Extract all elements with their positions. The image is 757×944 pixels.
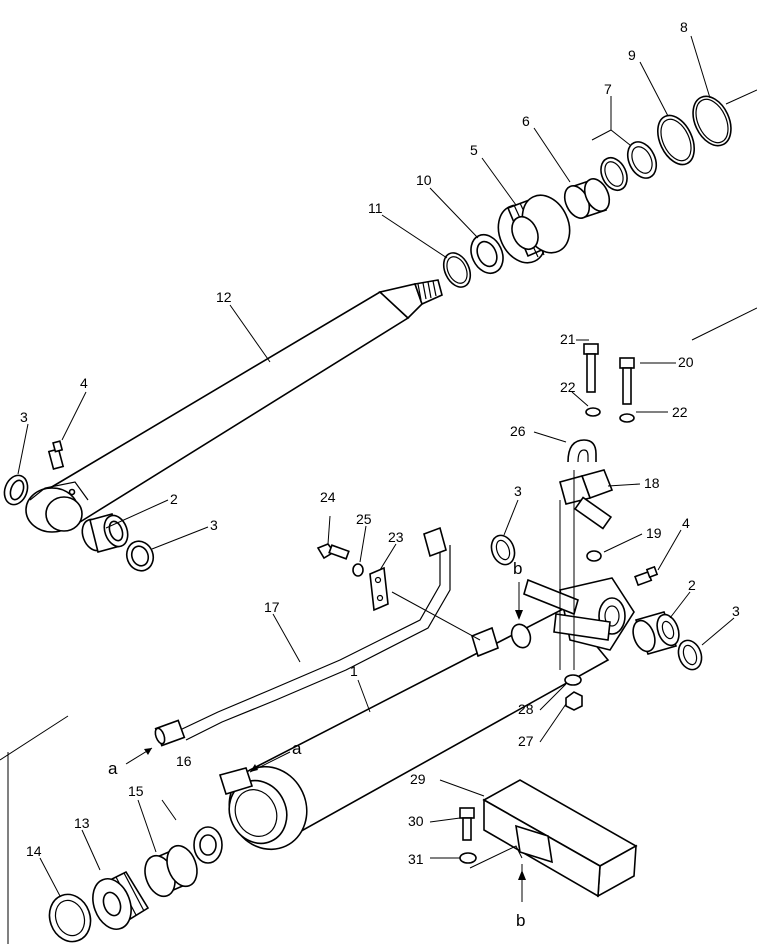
cylinder-head <box>92 870 150 930</box>
marker-a-right: a <box>292 739 302 758</box>
callouts: 8 9 7 6 5 10 11 12 4 3 2 3 21 20 22 22 2… <box>20 19 740 867</box>
frame-corner-left <box>0 715 69 944</box>
callout-17: 17 <box>264 599 280 615</box>
wear-rings <box>600 141 658 192</box>
callout-28: 28 <box>518 701 534 717</box>
dust-seal-lower-right-inner <box>682 644 698 666</box>
clamp-plate <box>369 566 389 612</box>
hydraulic-pipe <box>154 526 451 747</box>
callout-5: 5 <box>470 142 478 158</box>
dust-seal-lower-right <box>677 639 703 671</box>
marker-b-lower: b <box>516 911 525 930</box>
bolt-20 <box>619 357 635 405</box>
callout-29: 29 <box>410 771 426 787</box>
cylinder-tube <box>218 577 635 851</box>
callout-6: 6 <box>522 113 530 129</box>
callout-3-middle: 3 <box>514 483 522 499</box>
grease-fitting-lower <box>634 565 659 587</box>
callout-27: 27 <box>518 733 534 749</box>
bolt-30 <box>459 807 475 841</box>
bushing-15 <box>144 844 198 898</box>
callout-2-upper: 2 <box>170 491 178 507</box>
dust-seal-upper <box>125 540 155 572</box>
washer-25 <box>352 563 364 577</box>
callout-22-left: 22 <box>560 379 576 395</box>
guard-bracket <box>482 779 638 898</box>
ring-10 <box>470 233 504 275</box>
callout-8: 8 <box>680 19 688 35</box>
ring-9 <box>657 114 695 166</box>
callout-4-lower: 4 <box>682 515 690 531</box>
bracket-b <box>523 578 611 641</box>
snap-ring-inner <box>446 256 468 284</box>
arrow-b-upper <box>515 582 523 620</box>
marker-a-left: a <box>108 759 118 778</box>
grease-fitting-upper <box>47 440 65 470</box>
u-bolt-clamp <box>567 439 597 463</box>
callout-4-upper: 4 <box>80 375 88 391</box>
callout-7: 7 <box>604 81 612 97</box>
bolt-24 <box>316 543 350 560</box>
callout-3-lower-right: 3 <box>732 603 740 619</box>
arrow-b-lower <box>518 864 526 902</box>
callout-14: 14 <box>26 843 42 859</box>
cushion-plunger <box>193 826 223 864</box>
washer-31 <box>459 852 477 864</box>
callout-22-right: 22 <box>672 404 688 420</box>
bushing-lower <box>632 611 680 655</box>
callout-3-upper: 3 <box>210 517 218 533</box>
callout-12: 12 <box>216 289 232 305</box>
callout-19: 19 <box>646 525 662 541</box>
frame-corner-upper <box>725 89 757 105</box>
callout-9: 9 <box>628 47 636 63</box>
arrow-a-left <box>125 747 153 765</box>
callout-26: 26 <box>510 423 526 439</box>
callout-23: 23 <box>388 529 404 545</box>
callout-21: 21 <box>560 331 576 347</box>
callout-11: 11 <box>368 200 383 216</box>
callout-13: 13 <box>74 815 90 831</box>
callout-1: 1 <box>350 663 358 679</box>
manifold-block <box>559 469 614 530</box>
callout-30: 30 <box>408 813 424 829</box>
washer-28 <box>564 674 582 686</box>
piston <box>497 194 571 264</box>
frame-corner-right <box>691 307 757 341</box>
callout-20: 20 <box>678 354 694 370</box>
marker-b-upper: b <box>513 559 522 578</box>
callout-10: 10 <box>416 172 432 188</box>
ring-9-inner <box>660 118 692 162</box>
arrow-a-right <box>249 751 291 773</box>
callout-25: 25 <box>356 511 372 527</box>
snap-ring <box>442 252 472 288</box>
callout-3-upper-left: 3 <box>20 409 28 425</box>
o-ring-19 <box>586 550 602 562</box>
reference-markers: a a b b <box>108 559 525 930</box>
dust-seal-middle-inner <box>495 539 511 561</box>
piston-rod <box>25 279 443 533</box>
callout-16: 16 <box>176 753 192 769</box>
o-ring-8-inner <box>695 98 729 144</box>
dust-seal-14 <box>48 893 92 943</box>
bushing-upper <box>81 513 129 553</box>
collar <box>563 178 611 219</box>
callout-2-lower: 2 <box>688 577 696 593</box>
callout-18: 18 <box>644 475 660 491</box>
washer-22-right <box>619 413 635 423</box>
callout-24: 24 <box>320 489 336 505</box>
callout-15: 15 <box>128 783 144 799</box>
nut-27 <box>565 691 583 711</box>
washer-22-left <box>585 407 601 417</box>
dust-seal-upper-left <box>3 474 29 506</box>
callout-31: 31 <box>408 851 424 867</box>
bolt-21 <box>583 343 599 393</box>
leader-lines <box>17 35 735 897</box>
